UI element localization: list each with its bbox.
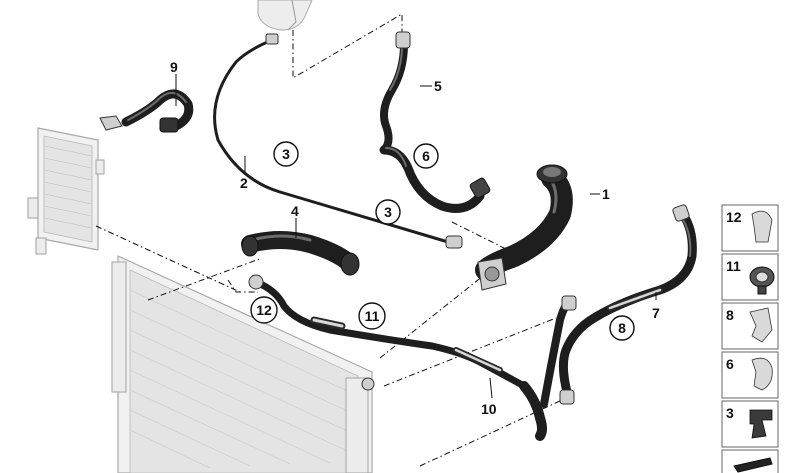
hose-6 (379, 145, 491, 213)
svg-text:12: 12 (256, 302, 272, 318)
circled-ref-8: 8 (609, 315, 635, 341)
hose-1 (475, 164, 573, 291)
circled-ref-3a: 3 (273, 141, 299, 167)
hose-8-7 (558, 204, 697, 405)
circled-ref-12: 12 (250, 296, 278, 324)
part-number-10: 10 (481, 401, 497, 417)
legend-tile-extra (721, 449, 779, 473)
svg-text:8: 8 (618, 320, 626, 336)
number-leaders (175, 74, 657, 399)
svg-text:3: 3 (726, 405, 734, 421)
clamp-11-icon (749, 266, 775, 295)
svg-text:3: 3 (282, 146, 290, 162)
part-number-1: 1 (602, 186, 610, 202)
circled-ref-11: 11 (358, 302, 386, 330)
hose-5 (380, 31, 411, 154)
auxiliary-radiator (27, 127, 105, 255)
main-radiator (111, 255, 375, 473)
pipe-2 (213, 33, 463, 249)
wedge-icon (733, 457, 773, 473)
part-number-5: 5 (434, 78, 442, 94)
svg-text:3: 3 (384, 204, 392, 220)
svg-text:6: 6 (422, 148, 430, 164)
legend-tile-6: 6 (721, 351, 779, 399)
pipe-11-10 (248, 274, 577, 441)
part-number-4: 4 (291, 203, 299, 219)
svg-text:6: 6 (726, 356, 734, 372)
hose-4 (241, 231, 360, 276)
part-number-7: 7 (652, 305, 660, 321)
hose-9 (99, 89, 194, 133)
svg-text:8: 8 (726, 307, 734, 323)
legend-tile-3: 3 (721, 400, 779, 448)
expansion-tank (257, 0, 313, 31)
clip-12-icon (751, 210, 773, 243)
circled-ref-6: 6 (413, 143, 439, 169)
svg-text:11: 11 (726, 258, 741, 274)
svg-text:12: 12 (726, 209, 742, 225)
legend-tile-11: 11 (721, 253, 779, 301)
circled-ref-3b: 3 (375, 199, 401, 225)
svg-text:11: 11 (365, 308, 380, 324)
legend-tile-8: 8 (721, 302, 779, 350)
part-number-9: 9 (170, 59, 178, 75)
clip-3-icon (749, 409, 773, 439)
part-number-2: 2 (240, 175, 248, 191)
legend-tile-12: 12 (721, 204, 779, 252)
clip-6-icon (751, 357, 773, 391)
clip-8-icon (749, 307, 773, 343)
